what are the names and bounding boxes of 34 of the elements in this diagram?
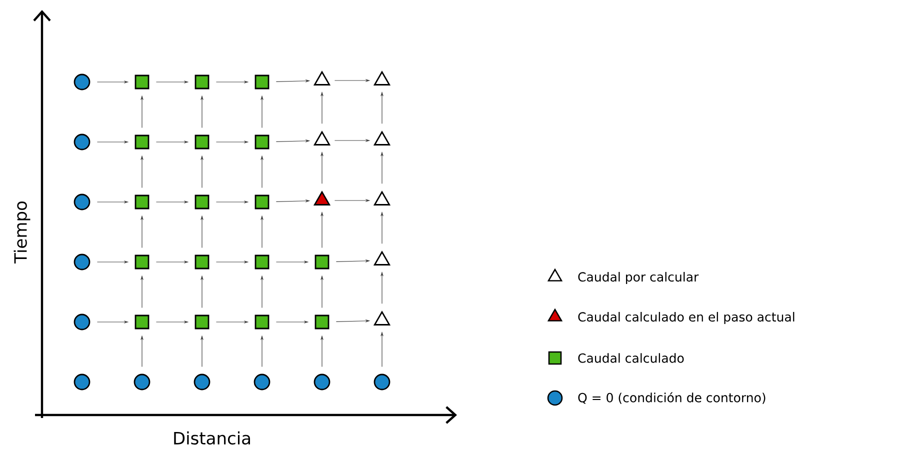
boundary-circle: [194, 374, 210, 390]
legend-text: Q = 0 (condición de contorno): [578, 392, 766, 404]
boundary-circle: [74, 314, 90, 330]
boundary-circle: [254, 374, 270, 390]
boundary-circle: [374, 374, 390, 390]
boundary-circle: [74, 74, 90, 90]
boundary-circle: [74, 134, 90, 150]
calculated-square: [134, 254, 150, 270]
calculated-square: [194, 254, 210, 270]
calculated-square: [194, 134, 210, 150]
calculated-square: [194, 74, 210, 90]
legend-text: Caudal por calcular: [578, 272, 699, 284]
boundary-circle: [74, 254, 90, 270]
calculated-square: [134, 134, 150, 150]
calculated-square: [134, 74, 150, 90]
boundary-circle: [74, 194, 90, 210]
calculated-square: [194, 314, 210, 330]
calculated-square: [314, 254, 330, 270]
boundary-circle: [134, 374, 150, 390]
boundary-circle: [314, 374, 330, 390]
calculated-square: [254, 134, 270, 150]
legend-text: Caudal calculado: [578, 353, 684, 363]
calculated-square: [254, 74, 270, 90]
calculated-square: [254, 314, 270, 330]
calculated-square: [194, 194, 210, 210]
calculated-square: [254, 194, 270, 210]
legend-text: Caudal calculado en el paso actual: [578, 312, 794, 324]
calculated-square: [134, 314, 150, 330]
calculated-square: [134, 194, 150, 210]
axis-label: Tiempo: [14, 202, 30, 264]
axis-label: Distancia: [174, 431, 250, 445]
calculated-square: [314, 314, 330, 330]
boundary-circle: [74, 374, 90, 390]
calculated-square: [254, 254, 270, 270]
